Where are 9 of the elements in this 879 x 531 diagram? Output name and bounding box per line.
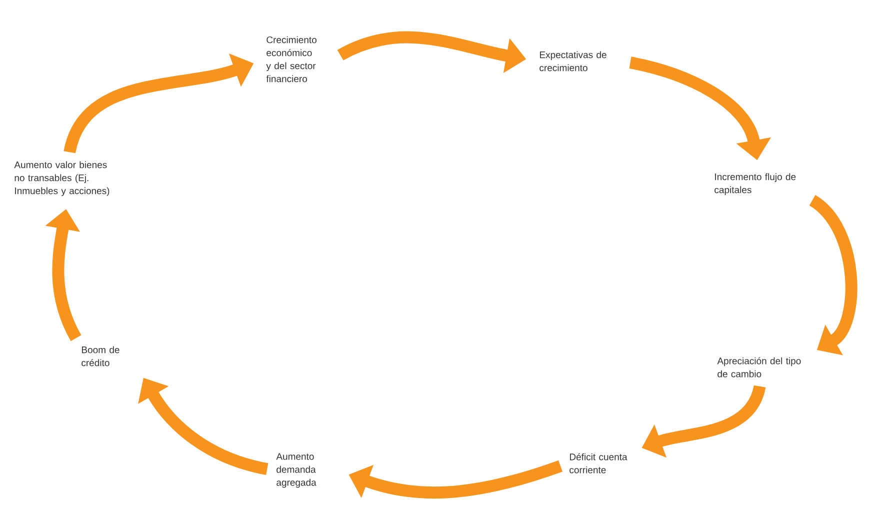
text-label: Incremento flujo de capitales	[714, 173, 796, 196]
text-label: Aumento valor bienes no transables (Ej. Inmuebles y acciones)	[14, 161, 110, 196]
arrow	[808, 195, 858, 356]
text-label: Expectativas de crecimiento	[540, 51, 606, 72]
text-label: Aumento demanda agregada	[276, 453, 316, 488]
text-label: Apreciación del tipo de cambio	[717, 357, 801, 378]
text-label: Crecimiento económico y del sector financiero	[266, 36, 316, 82]
text-label: Déficit cuenta corriente	[570, 453, 628, 474]
text-label: Boom de crédito	[82, 346, 120, 366]
